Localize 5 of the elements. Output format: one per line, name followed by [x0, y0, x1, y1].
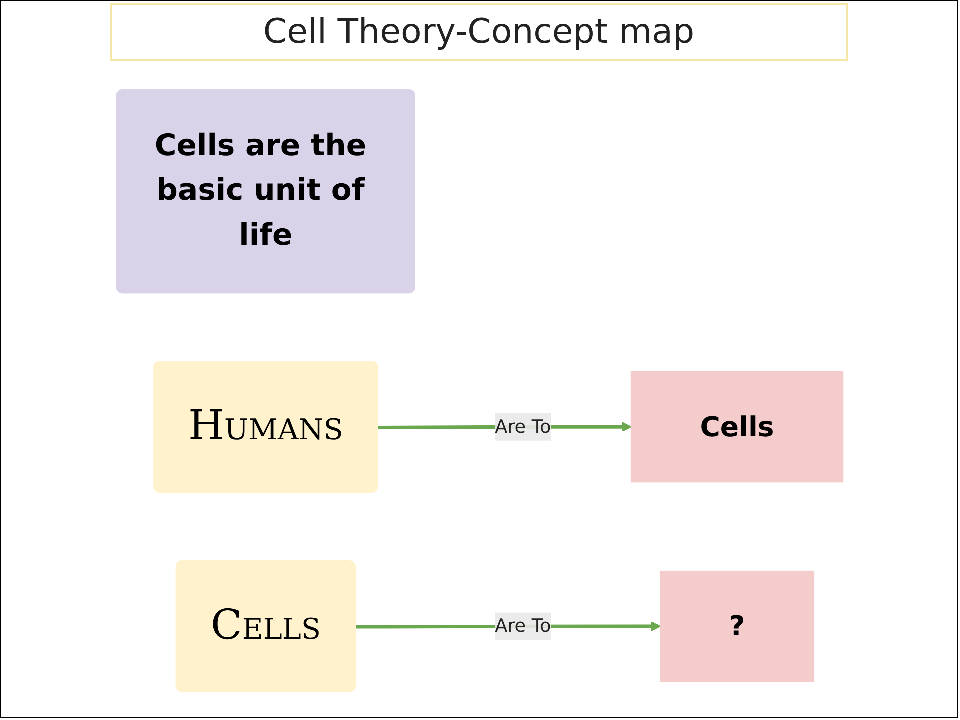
edge-label: Are To: [495, 416, 552, 438]
edge-label: Are To: [495, 615, 552, 637]
node-box: Cells: [630, 372, 844, 483]
diagram-title: Cell Theory-Concept map: [110, 3, 848, 61]
node-box: ?: [660, 570, 815, 682]
